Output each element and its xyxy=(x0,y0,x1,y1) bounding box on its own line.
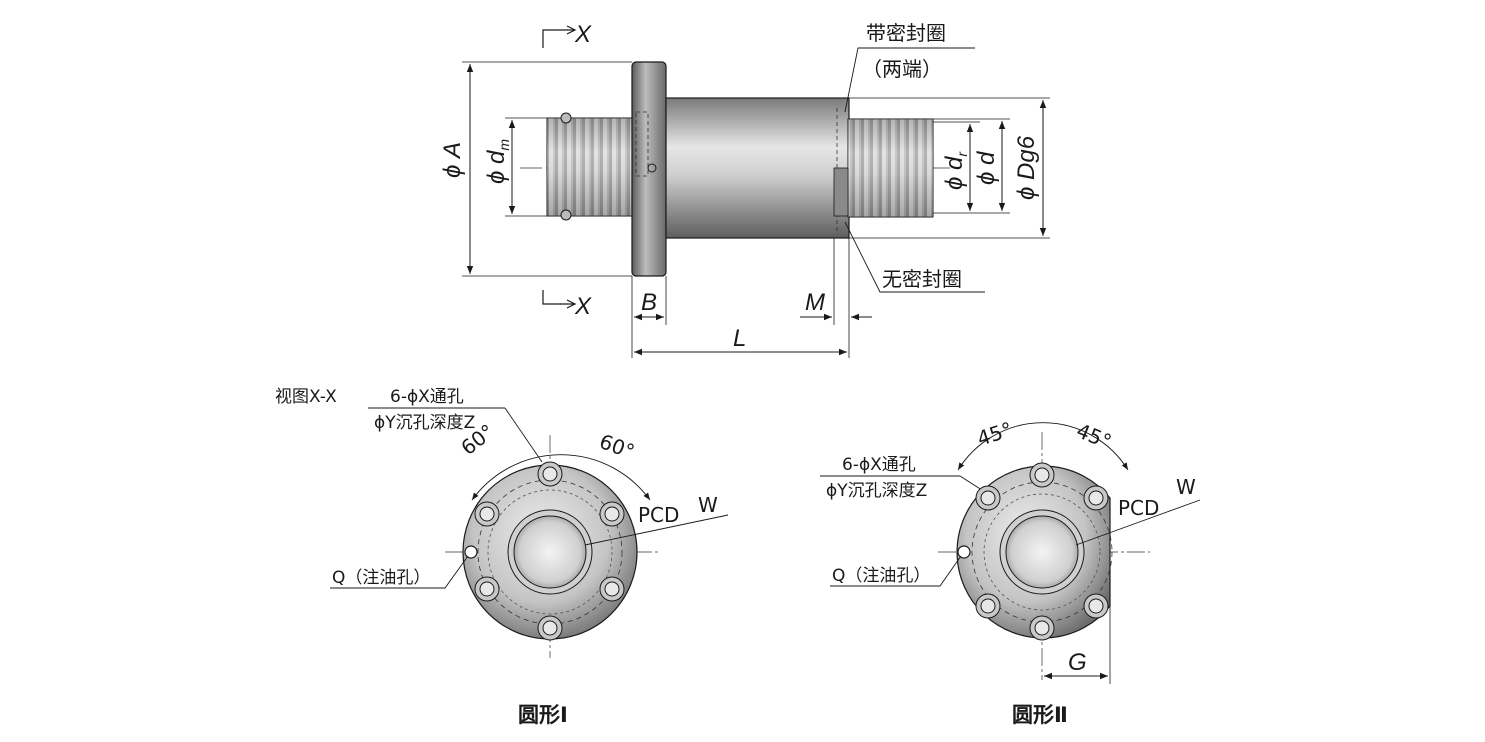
c2-bolt-hole xyxy=(1029,462,1055,488)
c1-oil-leader xyxy=(330,555,469,589)
label-no-seal: 无密封圈 xyxy=(882,267,962,291)
c1-caption: 圆形Ⅰ xyxy=(518,703,568,727)
c1-bolt-hole xyxy=(474,576,500,602)
dim-dr-label: ϕ dr xyxy=(941,151,970,190)
c1-oil-label: Q（注油孔） xyxy=(332,568,430,588)
c2-angle-left: 45° xyxy=(974,417,1015,451)
c2-bolt-hole xyxy=(975,485,1001,511)
c2-oil-leader xyxy=(830,555,962,587)
c1-bolt-hole xyxy=(599,576,625,602)
c1-hole-leader xyxy=(504,407,543,463)
dim-d-label: ϕ d xyxy=(973,151,1000,185)
section-mark-bottom-label: X xyxy=(574,293,592,320)
screw-ball-bottom xyxy=(560,209,572,221)
leader-seal-both xyxy=(844,47,975,113)
section-mark-bottom xyxy=(542,290,577,309)
view-label: 视图X-X xyxy=(275,387,337,407)
leader-no-seal xyxy=(844,221,985,293)
label-seal-both: 带密封圈 xyxy=(866,21,946,45)
dim-A-label: ϕ A xyxy=(439,142,466,178)
section-mark-top xyxy=(542,25,577,48)
label-seal-both-sub: （两端） xyxy=(862,57,942,81)
dim-B-label: B xyxy=(641,289,657,316)
c1-hole-spec-line2: ϕY沉孔深度Z xyxy=(374,413,475,433)
circle-form-1: 视图X-X 6-ϕX通孔 ϕY沉孔深度Z 60° 60° PCD W xyxy=(275,387,729,727)
dim-dm-label: ϕ dm xyxy=(483,139,512,184)
c2-hole-spec-line2: ϕY沉孔深度Z xyxy=(826,481,927,501)
c2-hole-spec-line1: 6-ϕX通孔 xyxy=(842,455,916,475)
c2-oil-label: Q（注油孔） xyxy=(832,566,930,586)
dim-Dg6-label: ϕ Dg6 xyxy=(1013,135,1040,200)
c1-pcd-leader xyxy=(584,514,729,546)
c1-oil-hole xyxy=(464,545,478,559)
oil-hole-side xyxy=(647,163,657,173)
nut-body xyxy=(665,97,850,239)
flange xyxy=(631,61,667,277)
c2-angle-right: 45° xyxy=(1073,418,1115,454)
c1-pcd-label: PCD xyxy=(638,503,679,527)
c1-bolt-hole xyxy=(599,501,625,527)
c2-pcd-leader xyxy=(1075,499,1201,546)
screw-ball-top xyxy=(560,112,572,124)
c2-caption: 圆形Ⅱ xyxy=(1012,703,1068,727)
c2-bolt-hole xyxy=(1083,593,1109,619)
circle-form-2: 6-ϕX通孔 ϕY沉孔深度Z 45° 45° PCD W Q（注油孔） xyxy=(820,417,1201,727)
dim-G-label: G xyxy=(1068,649,1087,676)
c2-bolt-hole xyxy=(975,593,1001,619)
c1-bore xyxy=(513,515,587,589)
c2-bolt-hole xyxy=(1029,615,1055,641)
section-mark-top-label: X xyxy=(574,21,592,48)
c2-oil-hole xyxy=(957,545,971,559)
c2-pcd-label: PCD xyxy=(1118,496,1159,520)
c2-pcd-value: W xyxy=(1176,475,1196,499)
c1-angle-right: 60° xyxy=(596,429,638,464)
dim-L-label: L xyxy=(733,325,746,352)
c1-bolt-hole xyxy=(537,615,563,641)
c2-bore xyxy=(1005,515,1079,589)
c2-bolt-hole xyxy=(1083,485,1109,511)
c1-hole-spec-line1: 6-ϕX通孔 xyxy=(390,387,464,407)
c1-bolt-hole xyxy=(537,461,563,487)
side-view: X X ϕ A ϕ dm ϕ dr ϕ d ϕ Dg6 xyxy=(439,21,1050,358)
c1-pcd-value: W xyxy=(698,493,718,517)
c2-angle-arc xyxy=(957,422,1129,471)
dim-M-label: M xyxy=(805,289,825,316)
c1-bolt-hole xyxy=(474,501,500,527)
c1-angle-arc xyxy=(471,454,651,501)
c2-bolt-holes xyxy=(975,462,1109,641)
c1-bolt-holes xyxy=(474,461,625,641)
